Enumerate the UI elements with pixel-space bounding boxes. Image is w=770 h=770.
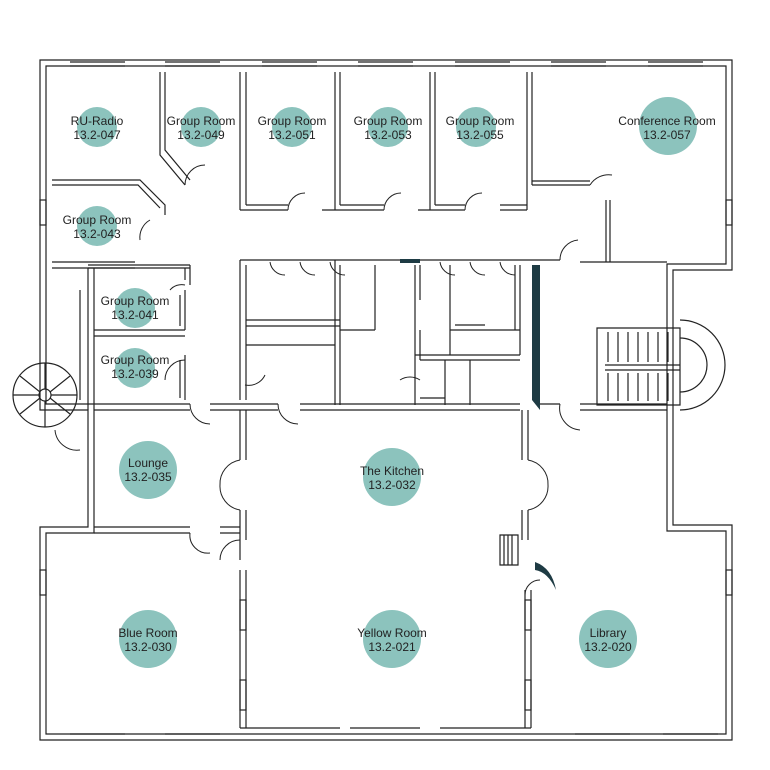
marker-the-kitchen (363, 448, 421, 506)
marker-group-room-049 (181, 107, 221, 147)
marker-library (579, 610, 637, 668)
door-swings (54, 164, 613, 596)
marker-group-room-043 (77, 206, 117, 246)
marker-group-room-055 (456, 107, 496, 147)
fixtures (400, 259, 556, 590)
marker-group-room-051 (272, 107, 312, 147)
marker-yellow-room (363, 610, 421, 668)
walls (12, 59, 733, 741)
marker-lounge (119, 441, 177, 499)
marker-ru-radio (77, 107, 117, 147)
marker-group-room-039 (115, 348, 155, 388)
marker-blue-room (119, 610, 177, 668)
marker-conference-room (639, 97, 697, 155)
marker-group-room-053 (368, 107, 408, 147)
room-markers (77, 97, 697, 668)
marker-group-room-041 (115, 288, 155, 328)
